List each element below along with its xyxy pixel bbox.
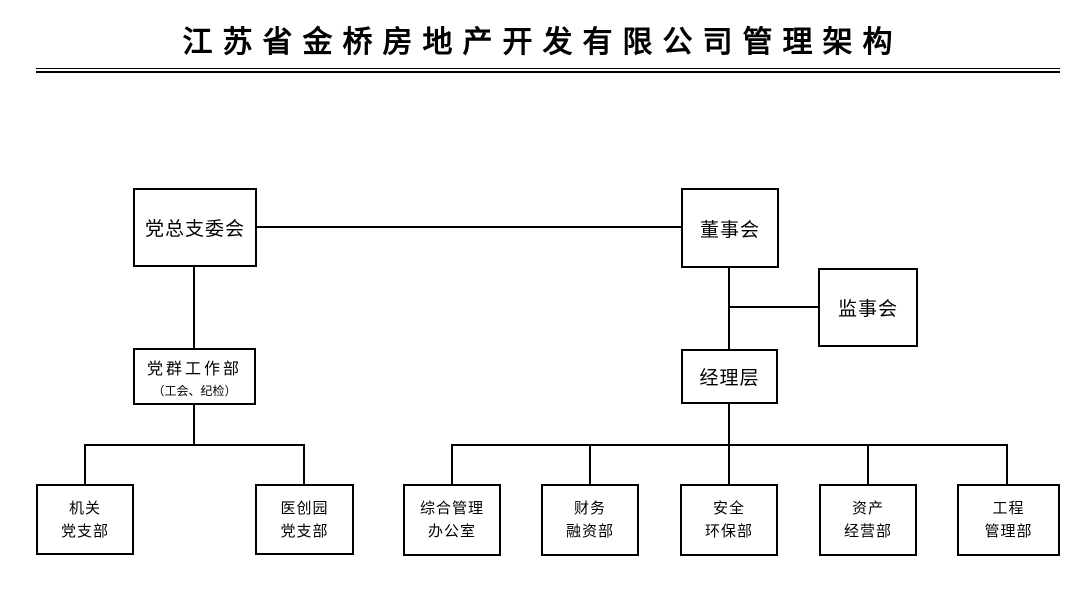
connector-right-bus <box>451 444 1008 446</box>
node-office-party-branch: 机关 党支部 <box>36 484 134 555</box>
node-engineering-line1: 工程 <box>992 500 1025 517</box>
node-engineering-line2: 管理部 <box>984 523 1033 540</box>
connector-drop-finance <box>589 444 591 484</box>
node-safety-line2: 环保部 <box>704 523 753 540</box>
node-supervisory-board: 监事会 <box>818 268 918 347</box>
node-general-office-line1: 综合管理 <box>419 500 484 517</box>
node-safety-line1: 安全 <box>712 500 745 517</box>
node-office-branch-line2: 党支部 <box>60 522 109 540</box>
connector-drop-yichuang <box>303 444 305 484</box>
node-yichuang-line2: 党支部 <box>280 522 329 540</box>
node-party-work-label: 党群工作部 <box>146 360 242 378</box>
connector-drop-general-office <box>451 444 453 484</box>
node-engineering-mgmt-dept: 工程 管理部 <box>957 484 1060 556</box>
title-divider <box>36 68 1060 73</box>
connector-drop-office-branch <box>84 444 86 484</box>
node-asset-line1: 资产 <box>851 500 884 517</box>
connector-drop-asset <box>867 444 869 484</box>
node-yichuangyuan-party-branch: 医创园 党支部 <box>255 484 354 555</box>
node-management-layer: 经理层 <box>681 349 778 404</box>
connector-partywork-down <box>193 404 195 446</box>
node-board-of-directors: 董事会 <box>681 188 779 268</box>
connector-drop-engineering <box>1006 444 1008 484</box>
page-title: 江苏省金桥房地产开发有限公司管理架构 <box>182 26 903 59</box>
node-general-admin-office: 综合管理 办公室 <box>403 484 501 556</box>
node-party-committee: 党总支委会 <box>133 188 257 267</box>
node-yichuang-line1: 医创园 <box>280 499 329 517</box>
node-finance-line2: 融资部 <box>565 523 614 540</box>
node-asset-line2: 经营部 <box>843 523 892 540</box>
node-party-work-sublabel: （工会、纪检） <box>152 383 237 398</box>
node-asset-operation-dept: 资产 经营部 <box>819 484 917 556</box>
connector-party-board <box>257 226 681 228</box>
node-party-mass-work-dept: 党群工作部 （工会、纪检） <box>133 348 256 405</box>
node-party-committee-label: 党总支委会 <box>144 219 245 240</box>
node-supervisory-label: 监事会 <box>837 299 898 320</box>
node-finance-financing-dept: 财务 融资部 <box>541 484 639 556</box>
connector-party-down <box>193 267 195 348</box>
node-management-label: 经理层 <box>699 368 760 389</box>
connector-left-bus <box>84 444 305 446</box>
node-safety-environment-dept: 安全 环保部 <box>680 484 778 556</box>
node-general-office-line2: 办公室 <box>427 523 476 540</box>
connector-board-down <box>728 268 730 349</box>
node-finance-line1: 财务 <box>573 500 606 517</box>
connector-board-supervisory <box>730 306 819 308</box>
node-board-label: 董事会 <box>699 219 760 241</box>
node-office-branch-line1: 机关 <box>68 499 101 517</box>
